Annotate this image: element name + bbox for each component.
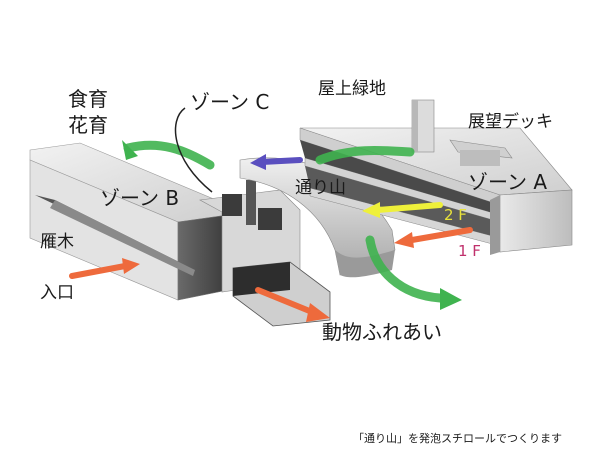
arrows: [69, 107, 473, 322]
label-zone-b: ゾーン B: [100, 186, 180, 210]
label-observation-deck: 展望デッキ: [468, 112, 553, 132]
label-torii-yama: 通り山: [295, 178, 346, 198]
yellow-arrowhead-2f: [362, 202, 380, 218]
orange-arrow-1f: [409, 227, 473, 243]
label-zone-c: ゾーン C: [190, 90, 270, 114]
green-arrowhead-animals: [440, 288, 462, 310]
building-zone-b: [29, 142, 229, 301]
label-flower-education: 花育: [68, 113, 108, 137]
purple-arrowhead: [250, 154, 266, 170]
green-arrow-animals: [365, 235, 445, 303]
caption: 「通り山」を発泡スチロールでつくります: [353, 432, 562, 445]
green-arrowhead-shokuiku: [122, 140, 138, 160]
label-1f: 1 F: [458, 242, 481, 260]
label-entrance: 入口: [40, 283, 74, 303]
label-2f: 2 F: [444, 206, 467, 224]
orange-arrow-animals: [255, 287, 315, 315]
purple-arrow: [259, 157, 303, 165]
building-zone-a: [299, 99, 573, 255]
zone-c-leader-line: [174, 107, 213, 193]
orange-arrowhead-animals: [306, 303, 330, 322]
green-arrow-shokuiku: [123, 140, 215, 170]
orange-arrowhead-1f: [394, 232, 414, 248]
green-arrow-rooftop: [315, 145, 415, 165]
label-food-education: 食育: [68, 87, 108, 111]
orange-arrow-entrance: [69, 263, 128, 279]
orange-arrowhead-entrance: [122, 258, 140, 274]
label-ganki: 雁木: [40, 232, 74, 252]
label-animal-contact: 動物ふれあい: [322, 320, 442, 344]
label-zone-a: ゾーン A: [468, 170, 548, 194]
yellow-arrow-2f: [375, 202, 443, 213]
label-rooftop-green: 屋上緑地: [318, 79, 386, 99]
